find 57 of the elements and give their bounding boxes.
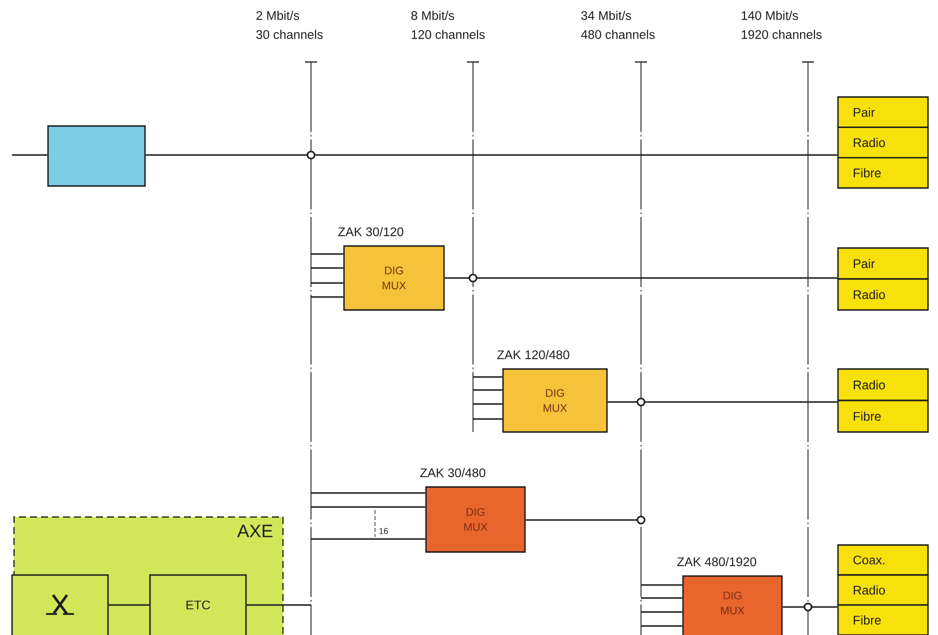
- connector-line: [782, 602, 812, 612]
- multiplexer-box: DIG MUX: [502, 368, 608, 433]
- multiplexer-label: ZAK 480/1920: [677, 557, 756, 566]
- multiplexer-box: DIG MUX: [682, 575, 783, 635]
- count-label: 16: [379, 528, 388, 534]
- bus-line: [305, 61, 317, 635]
- blank-box: [47, 125, 146, 187]
- rate-label: 8 Mbit/s: [411, 10, 454, 20]
- connector-line: [246, 604, 311, 606]
- connector-line: [311, 538, 426, 540]
- connector-line: [641, 597, 682, 599]
- media-box: Radio Fibre: [837, 368, 929, 433]
- rate-label: 34 Mbit/s: [581, 10, 632, 20]
- connector-line: [311, 253, 344, 255]
- connector-line: [473, 418, 502, 420]
- bus-line: [467, 61, 479, 432]
- rate-label: 120 channels: [412, 30, 485, 39]
- connector-line: [108, 604, 150, 606]
- rate-label: 30 channels: [256, 30, 323, 39]
- rate-label: 480 channels: [581, 30, 655, 39]
- connector-line: [526, 516, 646, 524]
- connector-line: [311, 267, 344, 269]
- multiplexer-box: DIG MUX: [425, 486, 526, 553]
- connector-line: [311, 492, 426, 494]
- connector-line: [146, 150, 316, 160]
- connector-line: [608, 398, 646, 406]
- bus-line: [635, 61, 647, 635]
- switch-symbol-box: [11, 574, 109, 635]
- bus-line: [802, 61, 814, 635]
- connector-line: [311, 296, 344, 298]
- connector-line: [12, 154, 48, 156]
- node-label: Fibre: [854, 412, 881, 421]
- unit-box: ETC: [149, 574, 247, 635]
- rate-label: 140 Mbit/s: [742, 10, 798, 20]
- connector-line: [311, 506, 426, 508]
- connector-line: [641, 611, 682, 613]
- connector-line: [641, 625, 682, 627]
- node-label: Pair: [854, 108, 875, 117]
- multiplexer-label: ZAK 30/480: [420, 468, 486, 478]
- media-box: Pair Radio: [837, 247, 929, 311]
- multiplexer-box: DIG MUX: [343, 245, 445, 311]
- connector-line: [641, 584, 682, 586]
- media-box: Pair Radio Fibre: [837, 96, 929, 189]
- node-label: Fibre: [854, 615, 881, 625]
- multiplexer-label: ZAK 120/480: [497, 350, 570, 360]
- multiplexer-label: ZAK 30/120: [338, 227, 404, 236]
- node-label: Coax.: [853, 556, 884, 564]
- connector-line: [473, 403, 502, 405]
- rate-label: 1920 channels: [742, 30, 822, 39]
- node-label: Radio: [854, 290, 885, 300]
- node-label: Fibre: [854, 168, 881, 178]
- connector-line: [473, 389, 502, 391]
- connector-line: [311, 282, 344, 284]
- connector-line: [473, 376, 502, 378]
- connector-line: [444, 274, 478, 282]
- media-box: Coax. Radio Fibre: [837, 544, 929, 635]
- rate-label: 2 Mbit/s: [256, 10, 300, 20]
